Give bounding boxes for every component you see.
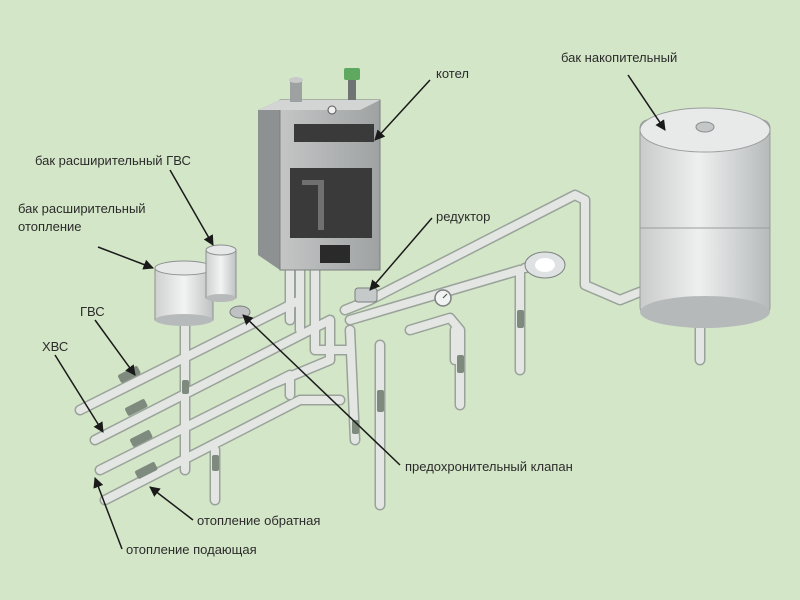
label-bak-rasshiritelny-gvs: бак расширительный ГВС <box>35 153 191 168</box>
expansion-tank-hot-water <box>205 244 237 302</box>
label-predohranitelny-klapan: предохронительный клапан <box>405 459 573 474</box>
label-otoplenie: отопление <box>18 219 82 234</box>
pressure-gauge-icon <box>434 289 452 307</box>
expansion-tank-heating <box>154 260 214 326</box>
boiler-upper-door-icon <box>294 124 374 142</box>
label-gvs: ГВС <box>80 304 105 319</box>
label-hvs: ХВС <box>42 339 68 354</box>
pipe-valves <box>118 310 524 479</box>
pipe-network <box>74 189 706 511</box>
chimney-cap-icon <box>344 68 360 80</box>
boiler-firebox-door-icon <box>290 168 372 238</box>
storage-tank <box>639 107 771 328</box>
label-reduktor: редуктор <box>436 209 490 224</box>
boiler <box>258 68 381 271</box>
leader-lines <box>54 74 666 550</box>
label-bak-rasshiritelny: бак расширительный <box>18 201 146 216</box>
labels: котел бак накопительный бак расширительн… <box>18 50 677 557</box>
safety-valve <box>229 305 251 319</box>
pressure-reducer <box>354 287 378 303</box>
filter-unit <box>524 251 566 279</box>
label-bak-nakopitelny: бак накопительный <box>561 50 677 65</box>
label-kotel: котел <box>436 66 469 81</box>
label-otoplenie-obratnaya: отопление обратная <box>197 513 320 528</box>
label-otoplenie-podayushaya: отопление подающая <box>126 542 257 557</box>
